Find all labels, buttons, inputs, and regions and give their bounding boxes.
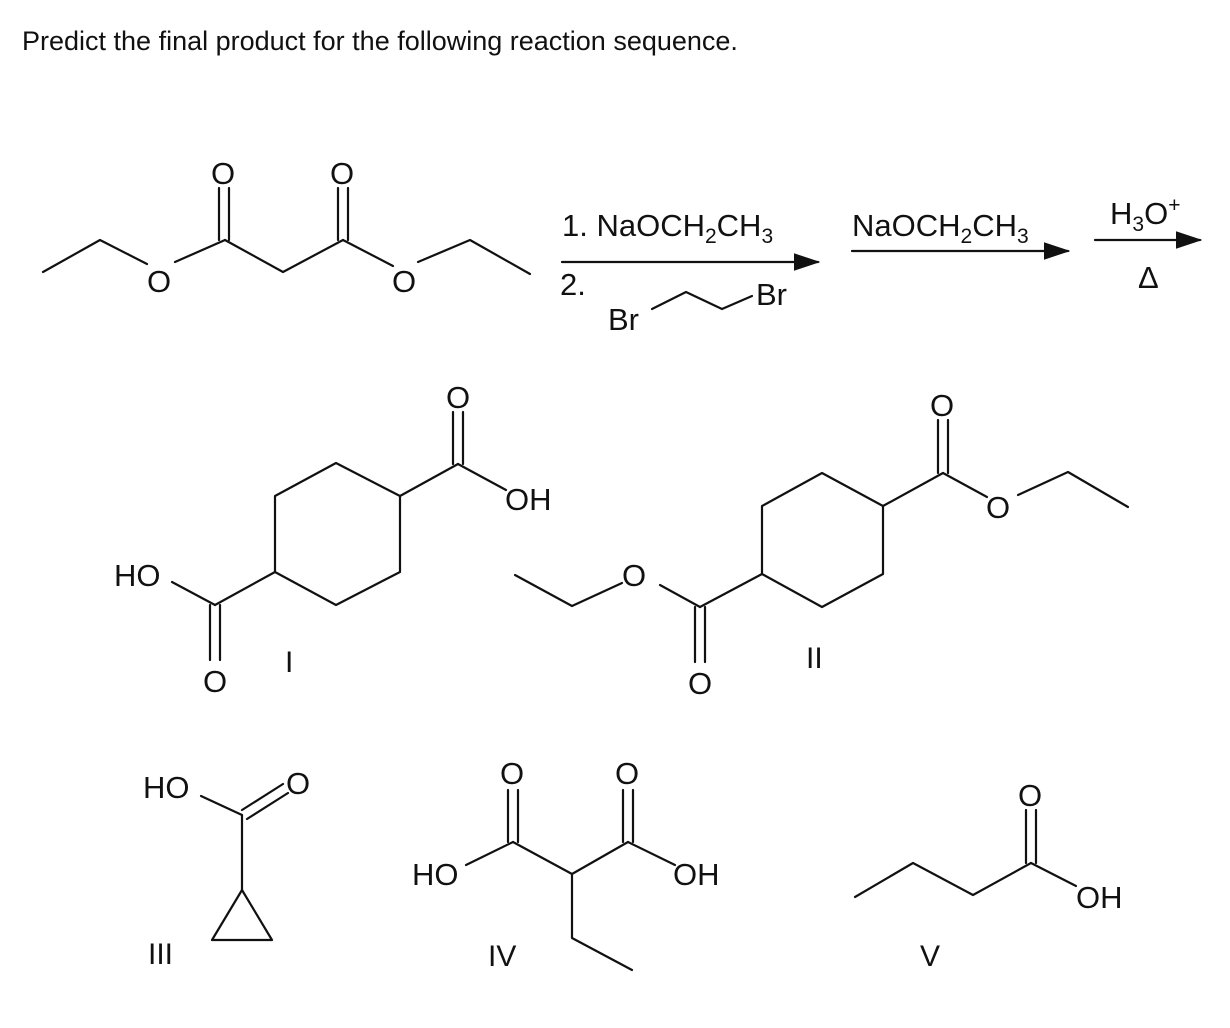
atom-o: O <box>688 666 712 701</box>
atom-o: O <box>286 766 310 801</box>
svg-text:NaOCH2CH3: NaOCH2CH3 <box>852 208 1029 248</box>
atom-o: O <box>392 264 416 299</box>
atom-ho: HO <box>412 857 459 892</box>
choice-II-structure: O O O O II <box>513 388 1130 701</box>
choice-label-IV: IV <box>488 940 516 973</box>
question-text: Predict the final product for the follow… <box>22 26 738 56</box>
atom-ho: HO <box>143 770 190 805</box>
atom-o: O <box>986 490 1010 525</box>
atom-o: O <box>330 156 354 191</box>
choice-label-I: I <box>285 646 293 679</box>
choice-label-II: II <box>806 642 823 675</box>
atom-oh: OH <box>505 482 552 517</box>
heat-symbol: Δ <box>1138 260 1159 295</box>
reagent-step1: 1. NaOCH <box>562 208 705 243</box>
choice-III-structure: HO O III <box>143 766 310 971</box>
choice-I-structure: O OH HO O I <box>114 380 552 699</box>
atom-o: O <box>446 380 470 415</box>
atom-oh: OH <box>1076 880 1123 915</box>
atom-o: O <box>930 388 954 423</box>
atom-o: O <box>500 756 524 791</box>
atom-o: O <box>147 264 171 299</box>
starting-material-diethyl-malonate: O O O O <box>41 156 532 299</box>
choice-IV-structure: HO O O OH IV <box>412 756 720 973</box>
reaction-arrow-3: H3O+ Δ <box>1093 194 1203 295</box>
choice-V-structure: O OH V <box>853 778 1123 973</box>
atom-o: O <box>622 558 646 593</box>
reaction-arrow-1: 1. NaOCH2CH3 2. Br Br <box>560 208 821 337</box>
reagent-base: NaOCH <box>852 208 961 243</box>
svg-text:H3O+: H3O+ <box>1110 194 1180 236</box>
reagent-step2: 2. <box>560 267 586 302</box>
svg-text:1. NaOCH2CH3: 1. NaOCH2CH3 <box>562 208 773 248</box>
atom-oh: OH <box>673 857 720 892</box>
atom-br: Br <box>756 277 787 312</box>
atom-o: O <box>1018 778 1042 813</box>
choice-label-III: III <box>148 938 173 971</box>
atom-o: O <box>203 664 227 699</box>
atom-ho: HO <box>114 558 161 593</box>
choice-label-V: V <box>920 940 940 973</box>
atom-br: Br <box>608 302 639 337</box>
atom-o: O <box>211 156 235 191</box>
atom-o: O <box>615 756 639 791</box>
reaction-arrow-2: NaOCH2CH3 <box>850 208 1071 260</box>
